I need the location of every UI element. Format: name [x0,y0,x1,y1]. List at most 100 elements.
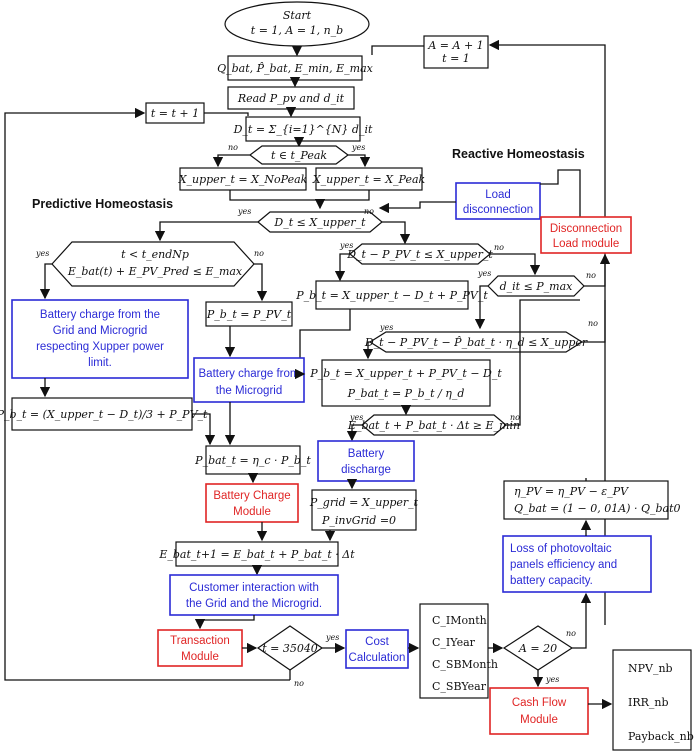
svg-text:no: no [494,243,504,252]
svg-text:discharge: discharge [341,464,391,476]
svg-text:t ∈ t_Peak: t ∈ t_Peak [271,149,327,162]
svg-text:t = 35040: t = 35040 [262,642,318,655]
pbat-eta-box: P_bat_t = η_c · P_b_t [194,445,311,475]
svg-text:yes: yes [339,241,353,250]
svg-text:Battery charge from: Battery charge from [199,368,300,380]
svg-text:Grid and Microgrid: Grid and Microgrid [53,325,148,337]
svg-text:the Microgrid: the Microgrid [216,385,282,397]
svg-text:Customer interaction with: Customer interaction with [189,582,319,594]
ebat-update-box: E_bat_t+1 = E_bat_t + P_bat_t · Δt [158,541,355,567]
reactive-homeostasis-heading: Reactive Homeostasis [452,147,585,161]
dt-ppv-pbat-decision: D_t − P_PV_t − P̂_bat_t · η_d ≤ X_upper [364,331,588,353]
svg-text:E_bat_t + P_bat_t · Δt ≥ E_min: E_bat_t + P_bat_t · Δt ≥ E_min [347,419,520,432]
svg-text:Battery Charge: Battery Charge [213,490,290,502]
svg-text:D_t − P_PV_t − P̂_bat_t · η_d: D_t − P_PV_t − P̂_bat_t · η_d ≤ X_upper [364,336,588,349]
svg-text:D_t − P_PV_t ≤ X_upper_t: D_t − P_PV_t ≤ X_upper_t [346,248,493,261]
svg-text:Module: Module [233,506,271,518]
svg-text:respecting Xupper power: respecting Xupper power [36,341,164,353]
svg-text:Payback_nb: Payback_nb [628,730,694,743]
svg-text:Load: Load [485,189,511,201]
cost-calculation-box: Cost Calculation [345,629,409,669]
svg-text:A = A + 1: A = A + 1 [427,39,483,52]
svg-text:Transaction: Transaction [170,635,230,647]
svg-text:battery capacity.: battery capacity. [510,575,593,587]
cash-flow-module: Cash Flow Module [489,687,589,735]
svg-text:Load module: Load module [553,238,620,250]
svg-text:NPV_nb: NPV_nb [628,662,673,675]
pb-ppv-box: P_b_t = P_PV_t [205,301,293,327]
start-title: Start [283,9,312,22]
svg-text:no: no [566,629,576,638]
svg-text:Module: Module [520,714,558,726]
svg-text:P_grid = X_upper_t: P_grid = X_upper_t [309,496,419,509]
svg-text:panels efficiency and: panels efficiency and [510,559,617,571]
svg-text:E_bat_t+1 = E_bat_t + P_bat_t: E_bat_t+1 = E_bat_t + P_bat_t · Δt [158,548,355,561]
t-increment-box: t = t + 1 [145,102,205,124]
params-box: Q_bat, P̂_bat, E_min, E_max [217,55,374,81]
svg-text:limit.: limit. [88,357,112,369]
svg-text:Disconnection: Disconnection [550,223,622,235]
svg-text:Battery charge from the: Battery charge from the [40,309,160,321]
dt-xupper-decision: D_t ≤ X_upper_t [257,211,383,233]
svg-text:no: no [228,143,238,152]
svg-text:Q_bat, P̂_bat, E_min, E_max: Q_bat, P̂_bat, E_min, E_max [217,62,374,75]
svg-text:P_bat_t = P_b_t / η_d: P_bat_t = P_b_t / η_d [347,387,465,400]
svg-text:P_b_t = X_upper_t − D_t + P_PV: P_b_t = X_upper_t − D_t + P_PV_t [295,289,488,302]
start-sub: t = 1, A = 1, n_b [251,24,343,37]
svg-text:yes: yes [545,675,559,684]
x-nopeak-box: X_upper_t = X_NoPeak [178,167,308,191]
transaction-module: Transaction Module [157,629,243,667]
loss-pv-box: Loss of photovoltaic panels efficiency a… [502,535,652,593]
svg-text:Loss of photovoltaic: Loss of photovoltaic [510,543,612,555]
svg-text:no: no [588,319,598,328]
svg-text:t = t + 1: t = t + 1 [151,107,199,120]
t-35040-decision: t = 35040 [256,625,324,671]
svg-text:IRR_nb: IRR_nb [628,696,669,709]
svg-text:yes: yes [35,249,49,258]
svg-text:d_it ≤ P_max: d_it ≤ P_max [500,280,574,293]
svg-text:t = 1: t = 1 [442,52,470,65]
dit-pmax-decision: d_it ≤ P_max [487,275,585,297]
svg-text:Calculation: Calculation [349,652,406,664]
svg-text:no: no [294,679,304,688]
svg-text:Module: Module [181,651,219,663]
svg-text:yes: yes [379,323,393,332]
svg-text:A = 20: A = 20 [518,642,557,655]
svg-text:no: no [510,413,520,422]
svg-text:E_bat(t) + E_PV_Pred ≤ E_max: E_bat(t) + E_PV_Pred ≤ E_max [67,265,243,278]
svg-text:no: no [586,271,596,280]
svg-text:P_invGrid =0: P_invGrid =0 [321,514,396,527]
svg-text:C_IYear: C_IYear [432,636,476,649]
svg-text:P_b_t = P_PV_t: P_b_t = P_PV_t [206,308,292,321]
svg-text:D_t = Σ_{i=1}^{N} d_it: D_t = Σ_{i=1}^{N} d_it [233,123,373,136]
read-box: Read P_pv and d_it [227,86,355,110]
start-node: Start t = 1, A = 1, n_b [224,1,370,47]
battery-discharge-box: Battery discharge [317,440,415,482]
svg-text:the Grid and the Microgrid.: the Grid and the Microgrid. [186,598,322,610]
svg-text:P_b_t = X_upper_t + P_PV_t − D: P_b_t = X_upper_t + P_PV_t − D_t [309,367,502,380]
svg-text:yes: yes [325,633,339,642]
pb-xupper-discharge-box: P_b_t = X_upper_t + P_PV_t − D_t P_bat_t… [309,359,502,407]
a-increment-box: A = A + 1 t = 1 [423,35,489,69]
battery-charge-grid-box: Battery charge from the Grid and Microgr… [11,299,189,379]
svg-text:yes: yes [351,143,365,152]
a-20-decision: A = 20 [502,625,574,671]
pgrid-box: P_grid = X_upper_t P_invGrid =0 [309,489,419,531]
t-endnp-decision: t < t_endNp E_bat(t) + E_PV_Pred ≤ E_max [51,241,255,287]
peak-decision: t ∈ t_Peak [249,145,349,165]
svg-text:Battery: Battery [348,448,385,460]
costs-box: C_IMonth C_IYear C_SBMonth C_SBYear [419,603,498,699]
svg-text:Read P_pv and d_it: Read P_pv and d_it [237,92,345,105]
svg-text:yes: yes [477,269,491,278]
svg-text:P_b_t = (X_upper_t − D_t)/3 +: P_b_t = (X_upper_t − D_t)/3 + P_PV_t [0,408,208,421]
svg-text:P_bat_t = η_c · P_b_t: P_bat_t = η_c · P_b_t [194,454,311,467]
svg-text:X_upper_t = X_NoPeak: X_upper_t = X_NoPeak [178,173,308,186]
svg-text:X_upper_t = X_Peak: X_upper_t = X_Peak [312,173,426,186]
svg-text:C_SBMonth: C_SBMonth [432,658,498,671]
pb-xupper-box: P_b_t = X_upper_t − D_t + P_PV_t [295,280,488,310]
disconnection-load-module: Disconnection Load module [540,216,632,254]
ebat-emin-decision: E_bat_t + P_bat_t · Δt ≥ E_min [347,414,520,436]
eta-pv-box: η_PV = η_PV − ε_PV Q_bat = (1 − 0, 01A) … [503,480,681,520]
svg-text:η_PV = η_PV − ε_PV: η_PV = η_PV − ε_PV [514,485,629,498]
